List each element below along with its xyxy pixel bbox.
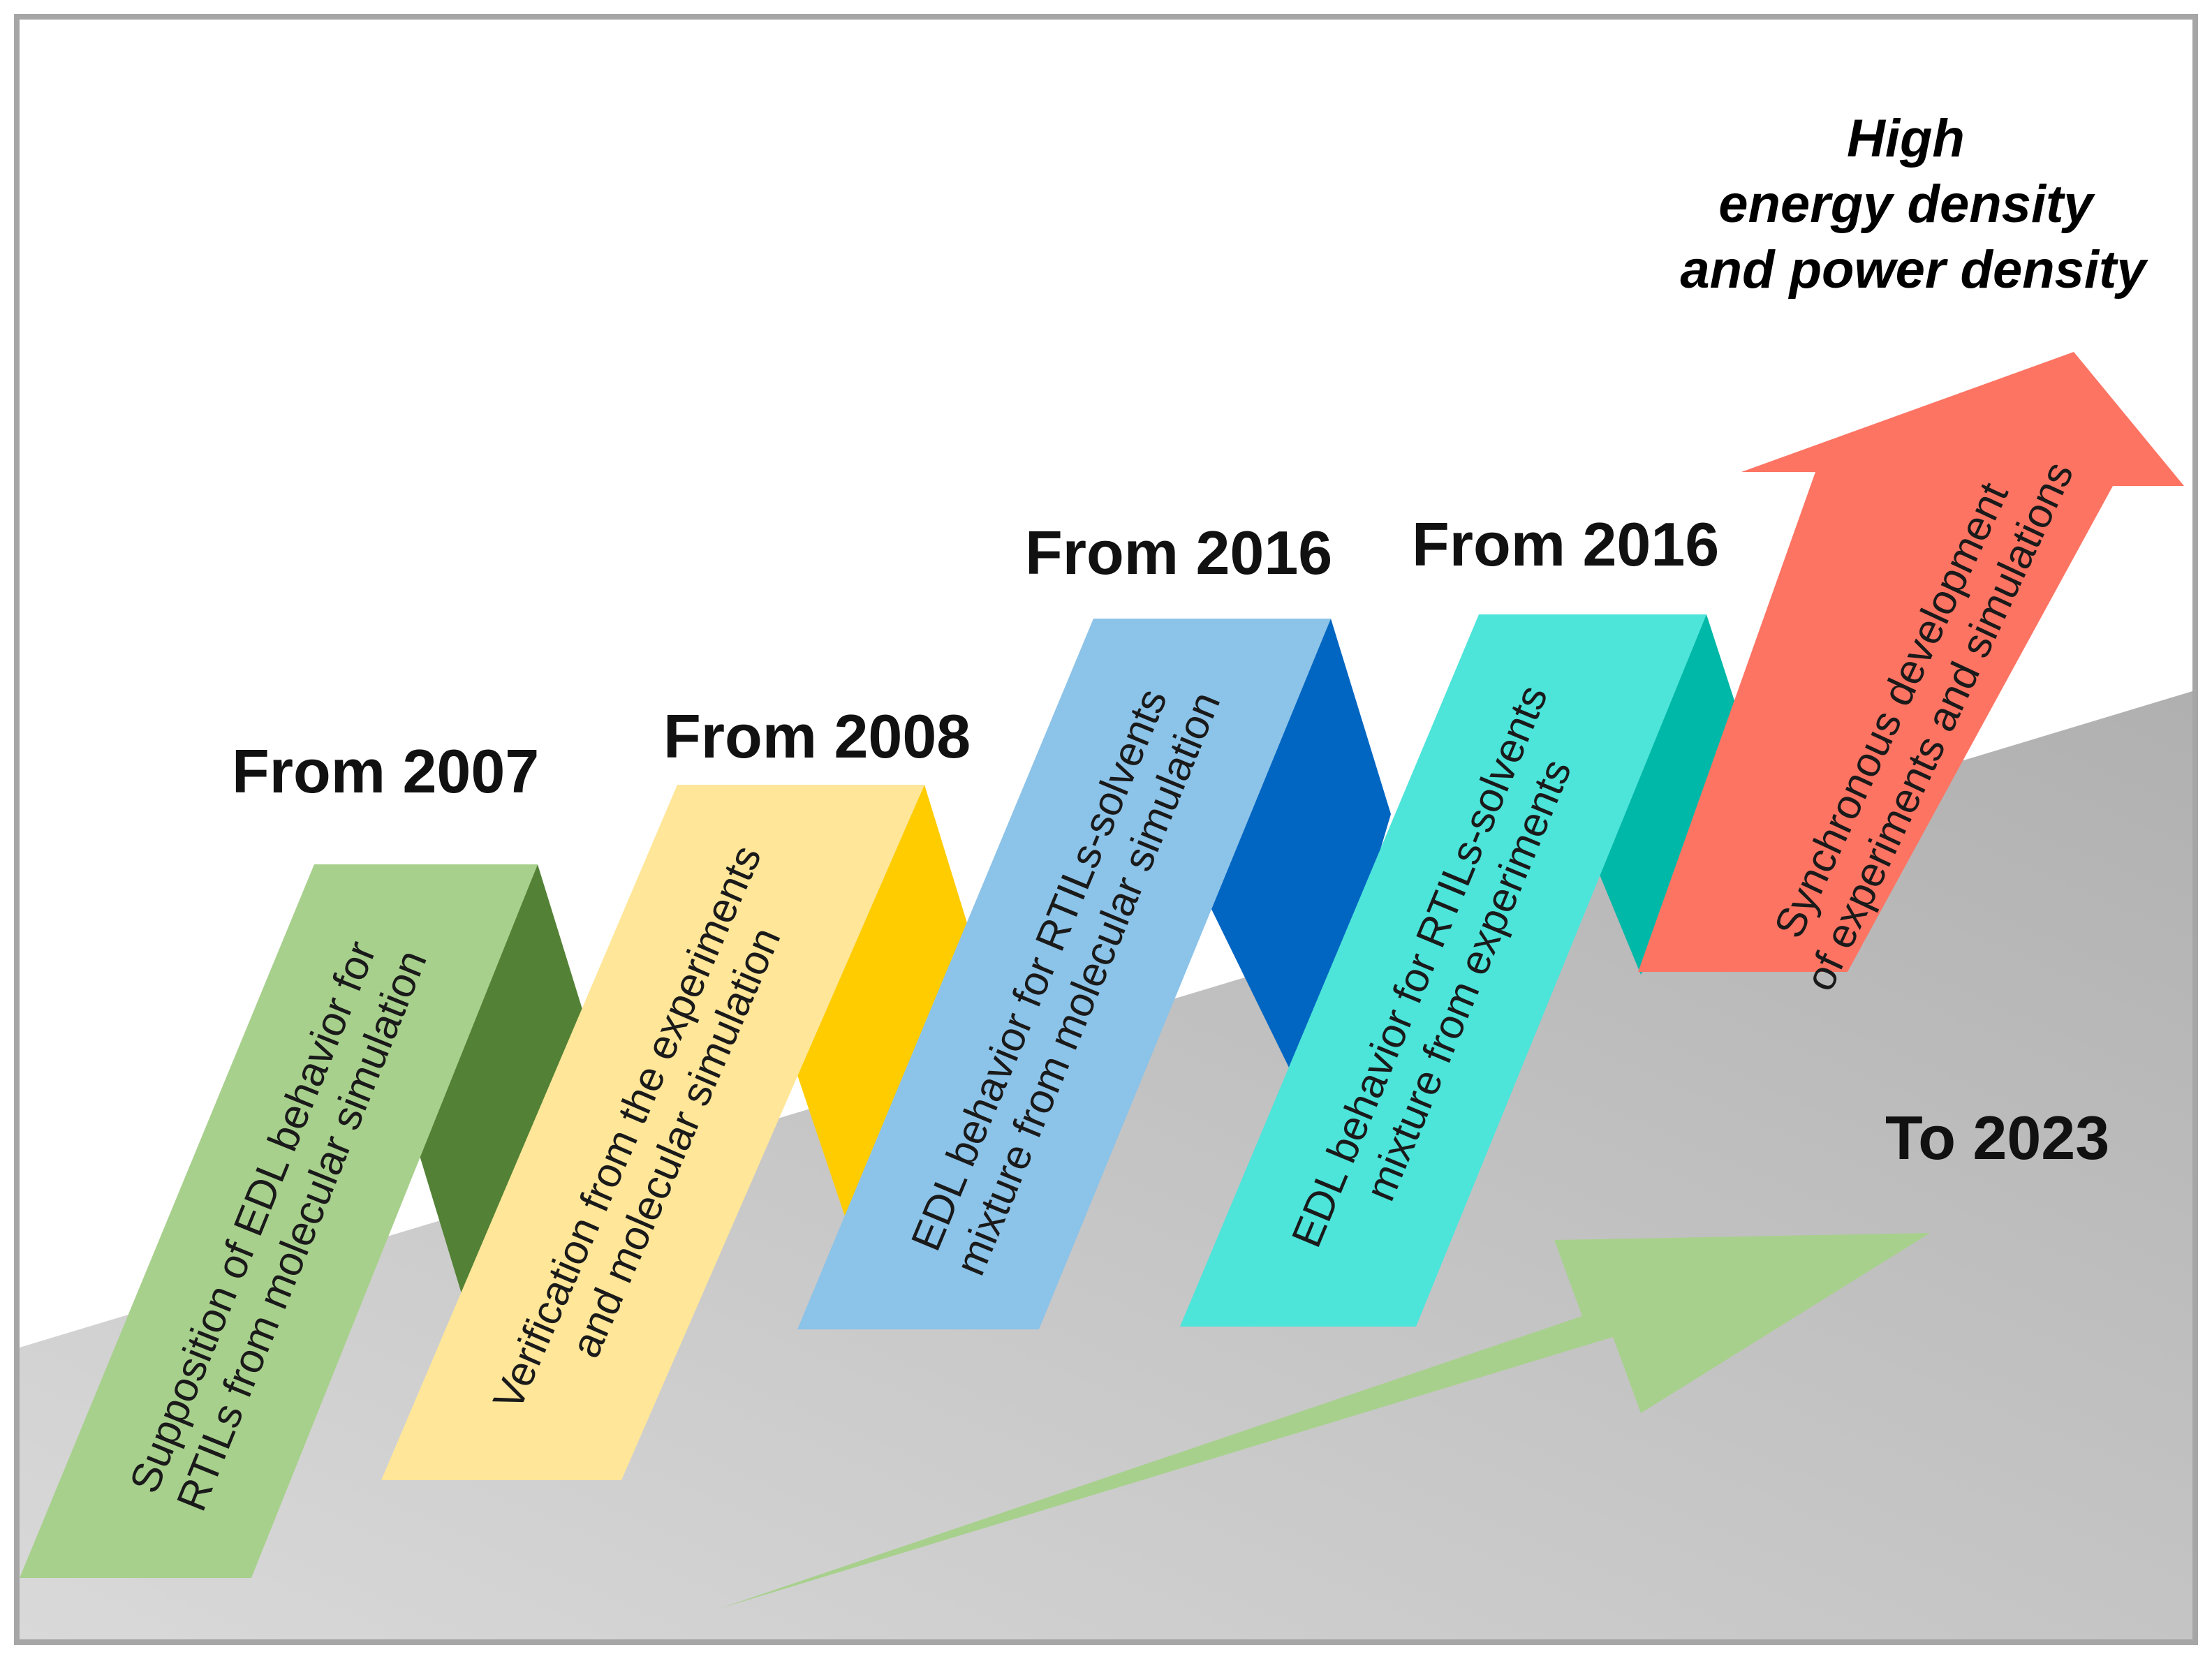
stage-fold-2007 bbox=[419, 864, 584, 1296]
green-trend-arrow bbox=[719, 1233, 1930, 1609]
year-label-2016-b: From 2016 bbox=[1412, 510, 1719, 579]
stage-fold-2016-b bbox=[1595, 614, 1755, 975]
year-label-2016-a: From 2016 bbox=[1025, 518, 1332, 587]
year-label-2007: From 2007 bbox=[232, 737, 539, 806]
end-year-label: To 2023 bbox=[1885, 1103, 2109, 1172]
goal-text: High energy density and power density bbox=[1680, 109, 2148, 300]
year-label-2008: From 2008 bbox=[663, 702, 971, 771]
stage-fold-2016-a bbox=[1209, 619, 1391, 1102]
stage-fold-2008 bbox=[796, 785, 971, 1220]
